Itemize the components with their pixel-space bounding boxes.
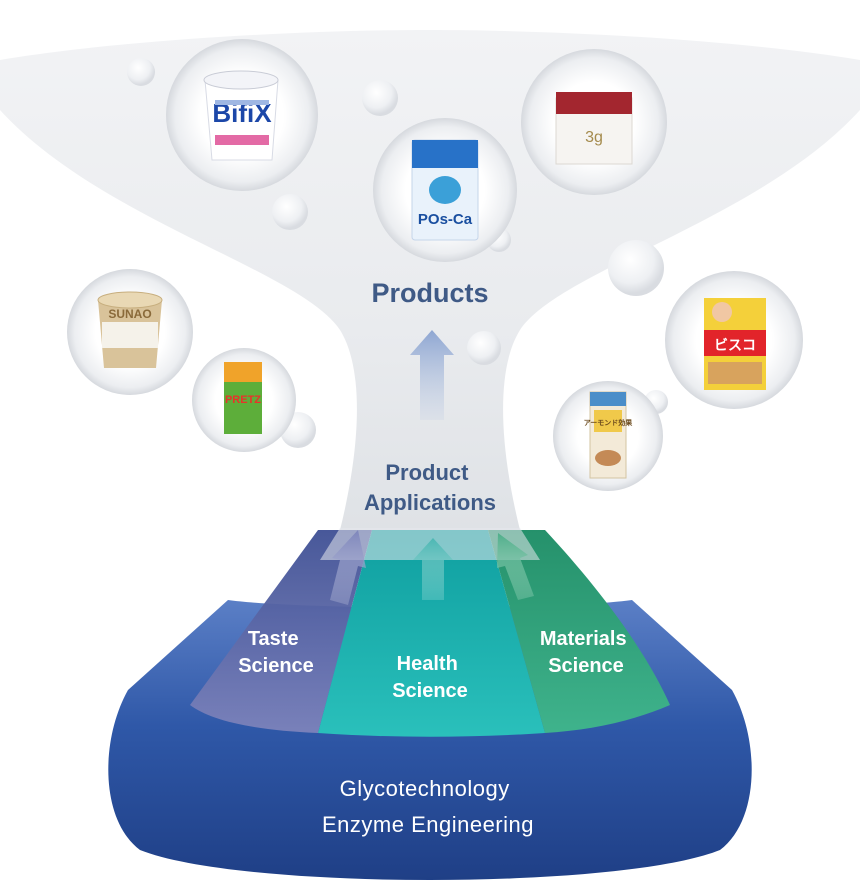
3g-label: 3g — [585, 129, 603, 146]
taste-science-label: Taste Science — [238, 628, 314, 677]
pretz-label: PRETZ — [225, 394, 261, 406]
posca-label: POs-Ca — [418, 211, 473, 228]
materials-science-section — [488, 530, 670, 733]
sunao-label: SUNAO — [108, 307, 151, 321]
bisco-label: ビスコ — [714, 337, 756, 353]
almond-milk-product: アーモンド効果 — [553, 381, 663, 491]
almond-label: アーモンド効果 — [584, 418, 633, 427]
health-science-label: Health Science — [392, 653, 468, 702]
materials-science-label: Materials Science — [540, 628, 632, 677]
pretz-product: PRETZ — [192, 348, 296, 452]
arrow-materials — [497, 533, 534, 600]
product-applications-label: Product Applications — [364, 460, 496, 515]
3g-cream-product: 3g — [521, 49, 667, 195]
health-science-section — [318, 530, 545, 737]
arrow-taste — [330, 530, 366, 605]
posca-product: POs-Ca — [373, 118, 517, 262]
taste-science-section — [190, 530, 372, 733]
bifix-product: BifiX — [166, 39, 318, 191]
arrow-health — [413, 538, 453, 600]
base-technology-label: Glycotechnology Enzyme Engineering — [322, 776, 534, 837]
sunao-product: SUNAO — [67, 269, 193, 395]
arrow-main — [410, 330, 454, 420]
bisco-product: ビスコ — [665, 271, 803, 409]
products-label: Products — [371, 278, 488, 308]
